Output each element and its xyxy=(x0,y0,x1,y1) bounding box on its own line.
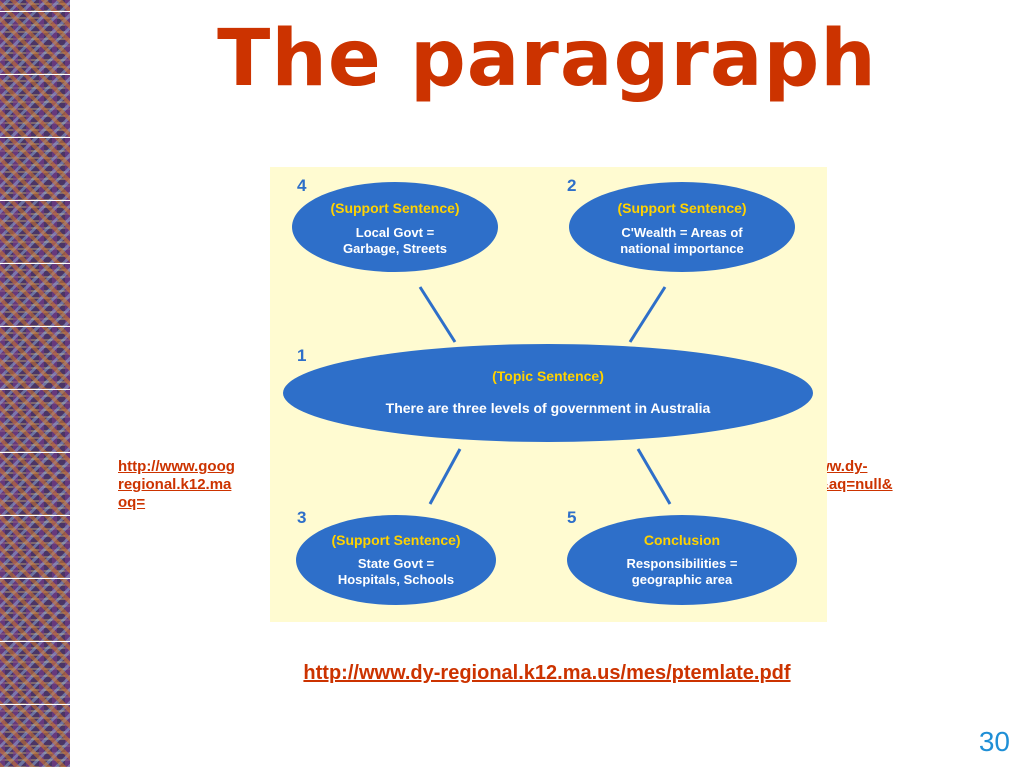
decorative-sidebar xyxy=(0,0,70,768)
node-2-label: (Support Sentence) xyxy=(617,200,746,216)
node-5-text-2: geographic area xyxy=(632,572,733,587)
node-5-text-1: Responsibilities = xyxy=(627,556,738,571)
node-3-ellipse xyxy=(296,515,496,605)
node-5-label: Conclusion xyxy=(644,532,720,548)
page-number: 30 xyxy=(978,726,1010,757)
partial-link-left[interactable]: http://www.goog regional.k12.ma oq= xyxy=(118,458,235,511)
connector-line xyxy=(628,286,667,343)
node-5-ellipse xyxy=(567,515,797,605)
node-2-ellipse xyxy=(569,182,795,272)
node-3-number: 3 xyxy=(297,508,306,527)
paragraph-diagram: 4 (Support Sentence) Local Govt = Garbag… xyxy=(270,167,827,622)
node-1-text: There are three levels of government in … xyxy=(386,400,711,416)
node-3-label: (Support Sentence) xyxy=(331,532,460,548)
node-2-text-2: national importance xyxy=(620,241,744,256)
partial-link-right[interactable]: ww.dy- &aq=null& xyxy=(818,458,893,493)
node-2-number: 2 xyxy=(567,176,576,195)
connector-line xyxy=(418,286,457,343)
node-1-ellipse xyxy=(283,344,813,442)
node-1-label: (Topic Sentence) xyxy=(492,368,604,384)
node-4-text-2: Garbage, Streets xyxy=(343,241,447,256)
node-3-text-2: Hospitals, Schools xyxy=(338,572,454,587)
node-3-text-1: State Govt = xyxy=(358,556,435,571)
node-4-number: 4 xyxy=(297,176,307,195)
slide-title: The paragraph xyxy=(217,14,877,104)
connector-line xyxy=(636,448,672,505)
connector-line xyxy=(428,448,462,505)
node-1-number: 1 xyxy=(297,346,306,365)
node-4-text-1: Local Govt = xyxy=(356,225,435,240)
node-4-ellipse xyxy=(292,182,498,272)
node-5-number: 5 xyxy=(567,508,576,527)
source-link[interactable]: http://www.dy-regional.k12.ma.us/mes/pte… xyxy=(303,662,791,684)
node-2-text-1: C'Wealth = Areas of xyxy=(621,225,743,240)
node-4-label: (Support Sentence) xyxy=(330,200,459,216)
